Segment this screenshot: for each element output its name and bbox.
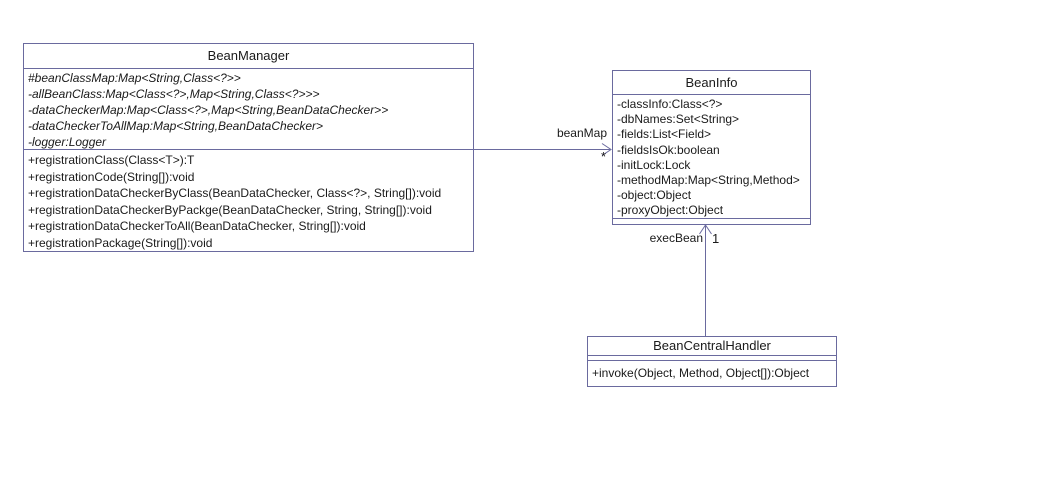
member-row: +registrationCode(String[]):void bbox=[28, 169, 195, 184]
member-row: -object:Object bbox=[617, 188, 692, 203]
member-row: +registrationPackage(String[]):void bbox=[28, 235, 213, 250]
member-row: -fields:List<Field> bbox=[617, 127, 712, 142]
beanmanager-methods-section: +registrationClass(Class<T>):T +registrat… bbox=[24, 150, 473, 251]
association-execbean-connector[interactable] bbox=[698, 224, 714, 337]
member-row: +registrationDataCheckerByPackge(BeanDat… bbox=[28, 202, 432, 217]
member-row: -methodMap:Map<String,Method> bbox=[617, 173, 800, 188]
association-label-beanmap[interactable]: beanMap bbox=[556, 126, 607, 140]
execbean-open-arrowhead-icon bbox=[699, 224, 712, 235]
class-box-beanmanager[interactable]: BeanManager #beanClassMap:Map<String,Cla… bbox=[23, 43, 474, 252]
beanmap-open-arrowhead-icon bbox=[601, 143, 612, 156]
member-row: -proxyObject:Object bbox=[617, 203, 724, 218]
class-title-beaninfo: BeanInfo bbox=[613, 71, 810, 95]
multiplicity-execbean: 1 bbox=[712, 231, 720, 246]
beancentralhandler-methods-section: +invoke(Object, Method, Object[]):Object bbox=[588, 361, 836, 386]
beaninfo-attributes-section: -classInfo:Class<?>-dbNames:Set<String>-… bbox=[613, 95, 810, 219]
member-row: +invoke(Object, Method, Object[]):Object bbox=[592, 366, 810, 380]
member-row: -initLock:Lock bbox=[617, 157, 691, 172]
member-row: +registrationClass(Class<T>):T bbox=[28, 153, 195, 167]
class-title-beancentralhandler: BeanCentralHandler bbox=[588, 337, 836, 356]
member-row: -dataCheckerMap:Map<Class<?>,Map<String,… bbox=[28, 103, 389, 117]
member-row: -dataCheckerToAllMap:Map<String,BeanData… bbox=[28, 119, 324, 133]
member-row: #beanClassMap:Map<String,Class<?>> bbox=[28, 71, 241, 85]
member-row: +registrationDataCheckerToAll(BeanDataCh… bbox=[28, 219, 366, 233]
member-row: -classInfo:Class<?> bbox=[617, 97, 723, 111]
class-box-beancentralhandler[interactable]: BeanCentralHandler +invoke(Object, Metho… bbox=[587, 336, 837, 387]
beanmanager-attributes-section: #beanClassMap:Map<String,Class<?>> -allBe… bbox=[24, 69, 473, 150]
member-row: -allBeanClass:Map<Class<?>,Map<String,Cl… bbox=[28, 87, 320, 101]
class-title-beanmanager: BeanManager bbox=[24, 44, 473, 69]
association-label-execbean[interactable]: execBean bbox=[649, 231, 703, 245]
multiplicity-beanmap: * bbox=[601, 149, 607, 164]
class-box-beaninfo[interactable]: BeanInfo -classInfo:Class<?>-dbNames:Set… bbox=[612, 70, 811, 225]
member-row: -dbNames:Set<String> bbox=[617, 112, 740, 127]
member-row: -fieldsIsOk:boolean bbox=[617, 142, 720, 157]
association-beanmap-connector[interactable] bbox=[474, 142, 614, 158]
beancentralhandler-attributes-section bbox=[588, 356, 836, 361]
member-row: +registrationDataCheckerByClass(BeanData… bbox=[28, 186, 442, 200]
member-row: -logger:Logger bbox=[28, 135, 107, 149]
